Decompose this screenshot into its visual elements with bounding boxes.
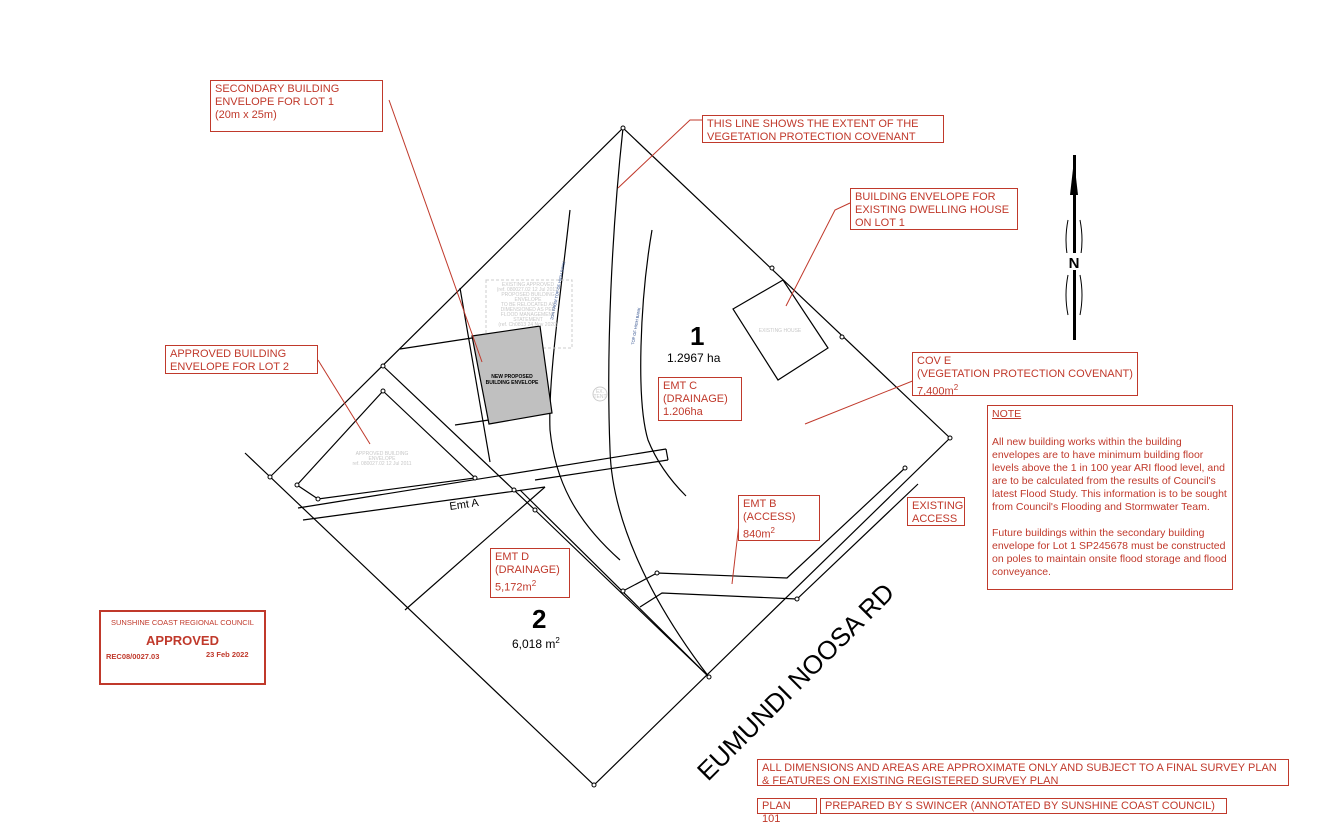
disclaimer-line: ALL DIMENSIONS AND AREAS ARE APPROXIMATE… [762, 762, 1277, 774]
lot-boundaries [244, 127, 951, 786]
callout-line: VEGETATION PROTECTION COVENANT [707, 131, 916, 143]
lot1-number: 1 [690, 321, 704, 351]
callout-line: EMT B [743, 498, 777, 510]
callout-line: THIS LINE SHOWS THE EXTENT OF THE [707, 118, 919, 130]
existing-approved-label: EXISTING APPROVED(ref. 080027.02 12 Jul … [497, 282, 560, 328]
plan-number: PLAN 101 [757, 798, 817, 825]
callout-line: ENVELOPE FOR LOT 1 [215, 96, 335, 108]
setback-line [459, 287, 491, 463]
note-paragraph: Future buildings within the secondary bu… [992, 527, 1227, 578]
emt-b-line [639, 483, 919, 608]
callout-line: ENVELOPE FOR LOT 2 [170, 361, 290, 373]
north-arrow-icon: N [1065, 155, 1083, 340]
top-high-bank-label: TOP OF HIGH BANK [630, 307, 642, 345]
setback-line [399, 337, 473, 350]
callout-line: (DRAINAGE) [495, 564, 560, 576]
callout-line: (ACCESS) [743, 511, 796, 523]
lot1-area: 1.2967 ha [667, 351, 721, 365]
emt-a-line [302, 486, 546, 521]
ex-tent-icon [592, 386, 608, 402]
callout-line: (DRAINAGE) [663, 393, 728, 405]
stamp-council: SUNSHINE COAST REGIONAL COUNCIL [111, 618, 254, 627]
high-bank-offset-line [549, 209, 621, 561]
callout-emt-c: EMT C(DRAINAGE)1.206ha [658, 377, 742, 421]
callout-line: ACCESS [912, 513, 958, 525]
new-proposed-envelope [471, 325, 553, 425]
disclaimer-box: ALL DIMENSIONS AND AREAS ARE APPROXIMATE… [757, 759, 1289, 787]
callout-line: (VEGETATION PROTECTION COVENANT) [917, 368, 1133, 380]
callout-emt-b: EMT B(ACCESS) 840m2 [738, 495, 820, 541]
setback-line [454, 419, 490, 426]
lot2-number: 2 [532, 604, 546, 634]
outer-boundary [244, 127, 951, 786]
callout-line: SECONDARY BUILDING [215, 83, 340, 95]
callout-line: 5,172m2 [495, 579, 537, 594]
stamp-ref: REC08/0027.03 [106, 652, 160, 661]
callout-line: EMT C [663, 380, 698, 392]
emt-a-line [665, 448, 669, 461]
existing-house-label: EXISTING HOUSE [759, 328, 802, 334]
note-title: NOTE [992, 408, 1022, 420]
emt-d-line [404, 486, 546, 611]
stamp-date: 23 Feb 2022 [206, 650, 249, 659]
note-box: NOTE All new building works within the b… [987, 405, 1233, 590]
top-high-bank-line [640, 229, 687, 497]
leader-lines [317, 99, 916, 585]
callout-line: EXISTING DWELLING HOUSE [855, 204, 1010, 216]
survey-marks [267, 125, 953, 788]
lot1-existing-envelope [732, 279, 829, 381]
stamp-status: APPROVED [146, 633, 219, 648]
emt-b-line [622, 467, 906, 592]
callout-line: COV E [917, 355, 952, 367]
road-label: EUMUNDI NOOSA RD [691, 577, 900, 786]
callout-line: EXISTING [912, 500, 964, 512]
emt-a-label: Emt A [449, 497, 480, 513]
prepared-by: PREPARED BY S SWINCER (ANNOTATED BY SUNS… [820, 798, 1227, 814]
ex-tent-label: EX.TENT [593, 389, 606, 400]
callout-line: (20m x 25m) [215, 109, 277, 121]
svg-text:N: N [1069, 255, 1080, 272]
note-paragraph: All new building works within the buildi… [992, 436, 1227, 513]
veg-protection-line [608, 127, 710, 678]
callout-line: BUILDING ENVELOPE FOR [855, 191, 996, 203]
disclaimer-line: & FEATURES ON EXISTING REGISTERED SURVEY… [762, 775, 1059, 787]
callout-line: ON LOT 1 [855, 217, 905, 229]
emt-a-line [297, 448, 667, 509]
approval-stamp: SUNSHINE COAST REGIONAL COUNCIL APPROVED… [99, 610, 266, 685]
callout-cov-e: COV E(VEGETATION PROTECTION COVENANT) 7,4… [912, 352, 1138, 398]
callout-line: EMT D [495, 551, 530, 563]
callout-line: APPROVED BUILDING [170, 348, 287, 360]
callout-line: 7,400m2 [917, 383, 959, 398]
emt-d-line [519, 489, 710, 678]
emt-a-line [534, 459, 669, 481]
callout-emt-d: EMT D(DRAINAGE) 5,172m2 [490, 548, 570, 598]
lot2-envelope [296, 390, 477, 500]
callout-line: 840m2 [743, 526, 775, 541]
callout-line: 1.206ha [663, 406, 703, 418]
lot2-area: 6,018 m2 [512, 636, 560, 651]
